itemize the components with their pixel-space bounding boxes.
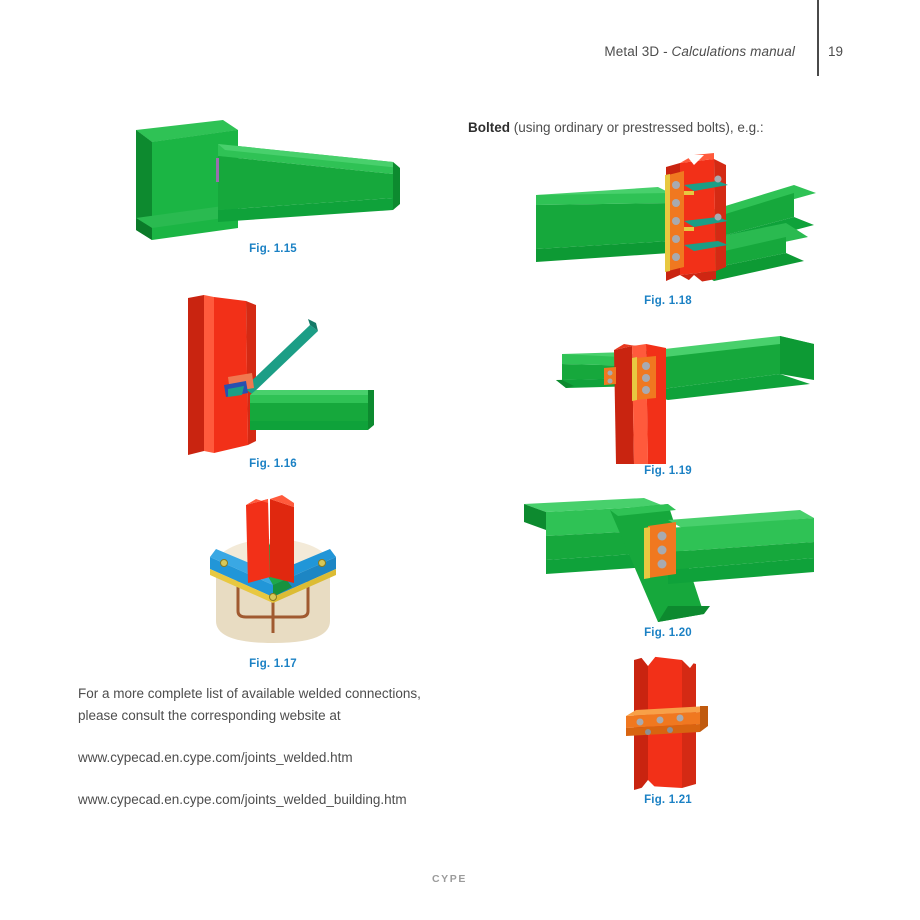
figure-1-18-caption: Fig. 1.18 xyxy=(644,295,692,307)
figure-1-17-caption: Fig. 1.17 xyxy=(249,658,297,670)
figure-1-15-caption: Fig. 1.15 xyxy=(249,243,297,255)
welded-connections-note: For a more complete list of available we… xyxy=(78,683,468,810)
document-title-plain: Metal 3D - xyxy=(604,44,672,59)
figure-1-18: Fig. 1.18 xyxy=(518,145,818,307)
figure-1-20-illustration xyxy=(524,498,814,622)
figure-1-21: Fig. 1.21 xyxy=(578,654,758,806)
figure-1-19-illustration xyxy=(556,336,814,464)
figure-1-19-caption: Fig. 1.19 xyxy=(644,465,692,477)
bolted-keyword: Bolted xyxy=(468,120,510,135)
figure-1-15-illustration xyxy=(136,120,400,240)
note-line-2: please consult the corresponding website… xyxy=(78,707,341,723)
document-title-italic: Calculations manual xyxy=(671,44,795,59)
bolted-description: (using ordinary or prestressed bolts), e… xyxy=(510,120,764,135)
page-footer: CYPE xyxy=(0,860,920,920)
figure-1-16-caption: Fig. 1.16 xyxy=(249,458,297,470)
welded-joints-building-url[interactable]: www.cypecad.en.cype.com/joints_welded_bu… xyxy=(78,791,407,807)
right-column: Bolted (using ordinary or prestressed bo… xyxy=(468,118,848,806)
figure-1-16-illustration xyxy=(188,295,374,455)
footer-brand-cype: CYPE xyxy=(432,873,467,885)
figure-1-19: Fig. 1.19 xyxy=(518,330,818,477)
figure-1-16: Fig. 1.16 xyxy=(128,293,418,470)
page-header: Metal 3D - Calculations manual 19 xyxy=(0,0,920,90)
figure-1-21-illustration xyxy=(626,656,708,790)
figure-1-21-caption: Fig. 1.21 xyxy=(644,794,692,806)
figure-1-17-illustration xyxy=(210,495,336,643)
page-number: 19 xyxy=(828,44,844,59)
figure-1-18-illustration xyxy=(536,153,816,283)
welded-joints-url[interactable]: www.cypecad.en.cype.com/joints_welded.ht… xyxy=(78,749,353,765)
bolted-section-lead: Bolted (using ordinary or prestressed bo… xyxy=(468,118,848,138)
header-divider-rule xyxy=(817,0,819,76)
note-line-1: For a more complete list of available we… xyxy=(78,686,421,701)
figure-1-15: Fig. 1.15 xyxy=(128,118,418,255)
figure-1-20-caption: Fig. 1.20 xyxy=(644,627,692,639)
document-title: Metal 3D - Calculations manual xyxy=(604,44,795,59)
figure-1-17: Fig. 1.17 xyxy=(128,493,418,670)
figure-1-20: Fig. 1.20 xyxy=(518,492,818,639)
